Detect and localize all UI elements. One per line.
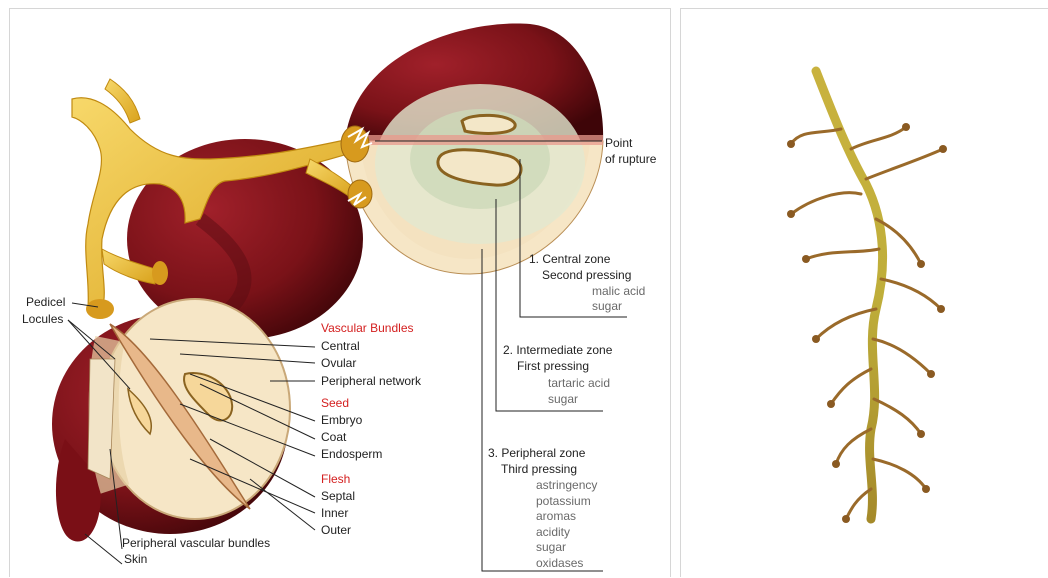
zone2-title: 2. Intermediate zone	[503, 343, 612, 357]
rachis-main-stem	[816, 71, 883, 519]
label-skin: Skin	[124, 552, 147, 566]
label-endosperm: Endosperm	[321, 447, 382, 461]
label-peripheral-vascular-bundles: Peripheral vascular bundles	[122, 536, 270, 550]
heading-flesh: Flesh	[321, 472, 350, 486]
label-peripheral-network: Peripheral network	[321, 374, 421, 388]
zone3-item: acidity	[536, 525, 570, 539]
rachis-photo-panel	[680, 8, 1048, 577]
heading-seed: Seed	[321, 396, 349, 410]
label-embryo: Embryo	[321, 413, 362, 427]
label-pedicel: Pedicel	[26, 295, 65, 309]
label-central: Central	[321, 339, 360, 353]
label-coat: Coat	[321, 430, 346, 444]
label-septal: Septal	[321, 489, 355, 503]
zone1-item: malic acid	[592, 284, 645, 298]
zone2-pressing: First pressing	[517, 359, 589, 373]
zone1-title: 1. Central zone	[529, 252, 610, 266]
cut-berry-top	[345, 23, 603, 274]
zone3-item: oxidases	[536, 556, 583, 570]
cut-berry-bottom	[52, 299, 290, 542]
zone3-pressing: Third pressing	[501, 462, 577, 476]
zone3-title: 3. Peripheral zone	[488, 446, 585, 460]
zone2-item: sugar	[548, 392, 578, 406]
label-locules: Locules	[22, 312, 63, 326]
zone3-item: potassium	[536, 494, 591, 508]
label-rupture-line1: Point	[605, 136, 632, 150]
heading-vascular-bundles: Vascular Bundles	[321, 321, 414, 335]
zone1-item: sugar	[592, 299, 622, 313]
zone3-item: aromas	[536, 509, 576, 523]
grape-diagram-panel: Pedicel Locules Vascular Bundles Central…	[9, 8, 671, 577]
label-outer: Outer	[321, 523, 351, 537]
zone3-item: astringency	[536, 478, 597, 492]
label-ovular: Ovular	[321, 356, 356, 370]
label-inner: Inner	[321, 506, 348, 520]
zone1-pressing: Second pressing	[542, 268, 631, 282]
zone3-item: sugar	[536, 540, 566, 554]
zone2-item: tartaric acid	[548, 376, 610, 390]
label-rupture-line2: of rupture	[605, 152, 656, 166]
grape-rachis-image	[681, 9, 1048, 578]
